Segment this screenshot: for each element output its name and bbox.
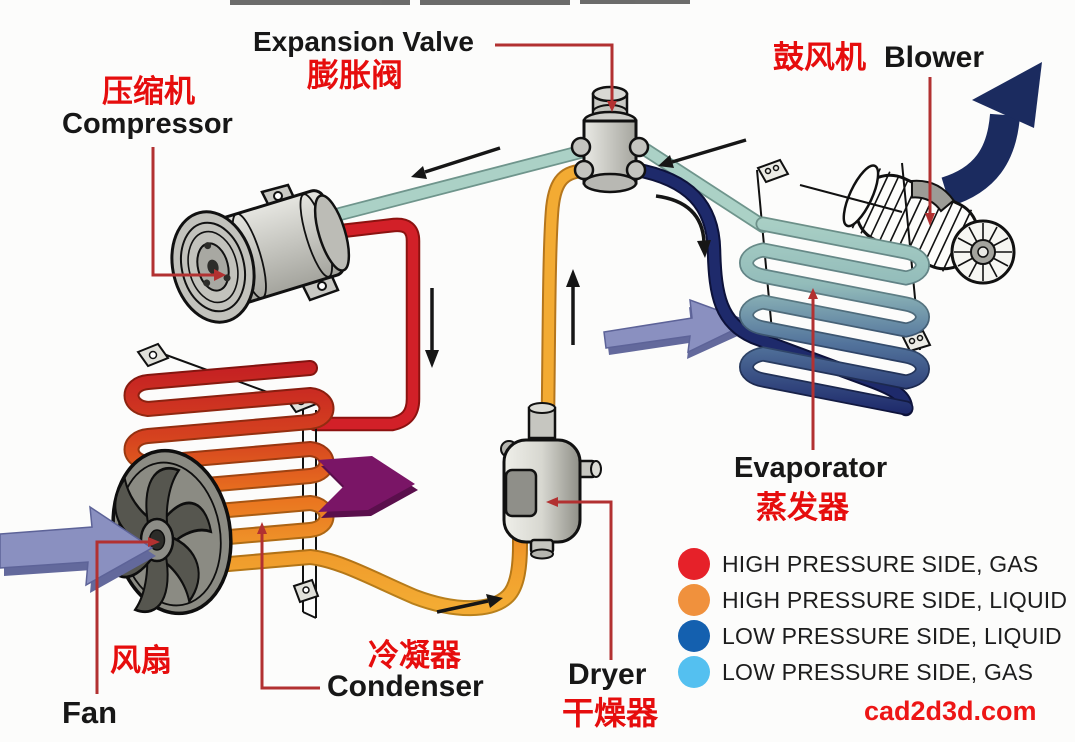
- flow-arrow-to-valve: [658, 138, 747, 168]
- legend: HIGH PRESSURE SIDE, GAS HIGH PRESSURE SI…: [677, 546, 1067, 690]
- legend-swatch-low-liquid: [678, 620, 710, 652]
- pipe-low-liquid: [625, 161, 914, 417]
- condenser-label-zh: 冷凝器: [368, 638, 461, 673]
- flow-arrow-valve-to-evaporator: [655, 194, 711, 258]
- compressor-pulley: [170, 210, 256, 324]
- fan-label-zh: 风扇: [110, 643, 172, 678]
- airflow-arrow-condenser-out: [318, 456, 418, 518]
- leader-condenser: [260, 530, 320, 690]
- legend-label-low-liquid: LOW PRESSURE SIDE, LIQUID: [722, 622, 1062, 649]
- legend-item-low-liquid: LOW PRESSURE SIDE, LIQUID: [677, 618, 1067, 654]
- fan-graphic: [101, 448, 233, 616]
- expansion-valve-label-zh: 膨胀阀: [307, 57, 404, 93]
- legend-label-low-gas: LOW PRESSURE SIDE, GAS: [722, 658, 1034, 685]
- legend-label-high-gas: HIGH PRESSURE SIDE, GAS: [722, 550, 1039, 577]
- legend-swatch-high-gas: [678, 548, 710, 580]
- legend-swatch-high-liquid: [678, 584, 710, 616]
- legend-item-high-gas: HIGH PRESSURE SIDE, GAS: [677, 546, 1067, 582]
- airflow-arrow-fan: [0, 505, 156, 593]
- evaporator-label-en: Evaporator: [734, 452, 888, 484]
- pipe-high-liquid: [540, 163, 590, 420]
- flow-arrows: [411, 138, 747, 614]
- leader-dryer: [556, 500, 613, 660]
- evaporator-coil: [739, 216, 930, 416]
- leader-lines: [95, 43, 935, 694]
- pipe-high-gas: [307, 217, 421, 432]
- fan-label-en: Fan: [62, 695, 118, 730]
- legend-swatch-low-gas: [678, 656, 710, 688]
- evaporator-label-zh: 蒸发器: [756, 490, 849, 525]
- blower-label-en: Blower: [884, 41, 985, 74]
- condenser-label-en: Condenser: [327, 670, 484, 703]
- expansion-valve-graphic: [570, 85, 650, 194]
- blower-label-zh: 鼓风机: [773, 40, 866, 75]
- compressor-label-zh: 压缩机: [102, 74, 195, 109]
- legend-label-high-liquid: HIGH PRESSURE SIDE, LIQUID: [722, 586, 1068, 613]
- airflow-arrow-evaporator: [603, 298, 753, 359]
- expansion-valve-label-en: Expansion Valve: [253, 26, 474, 57]
- condenser-coil: [123, 360, 528, 617]
- legend-item-low-gas: LOW PRESSURE SIDE, GAS: [677, 654, 1067, 690]
- flow-arrow-down-condenser: [425, 288, 439, 368]
- dryer-label-zh: 干燥器: [562, 695, 659, 731]
- compressor-graphic: [170, 183, 351, 324]
- compressor-label-en: Compressor: [62, 108, 233, 140]
- flow-arrow-up-dryer-to-valve: [566, 269, 580, 345]
- leader-expansion-valve: [495, 43, 614, 104]
- leader-fan: [95, 540, 150, 694]
- flow-arrow-condenser-to-dryer: [436, 594, 503, 614]
- leader-compressor: [151, 147, 214, 277]
- legend-item-high-liquid: HIGH PRESSURE SIDE, LIQUID: [677, 582, 1067, 618]
- watermark: cad2d3d.com: [864, 696, 1037, 726]
- flow-arrow-to-compressor: [411, 146, 501, 179]
- dryer-graphic: [500, 402, 602, 560]
- blower-airflow-arrow: [941, 62, 1042, 207]
- dryer-label-en: Dryer: [568, 658, 647, 691]
- top-edge-artifact: [230, 0, 690, 5]
